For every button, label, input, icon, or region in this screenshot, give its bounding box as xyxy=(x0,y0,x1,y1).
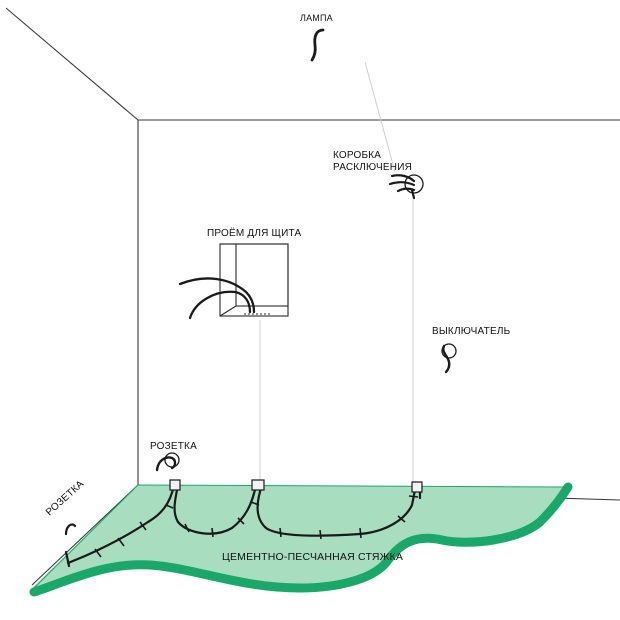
panel-opening xyxy=(219,243,289,317)
screed-edge xyxy=(29,482,573,597)
cable-socket-left xyxy=(66,483,176,565)
lamp-wire-icon xyxy=(310,28,325,62)
socket-wall-label: РОЗЕТКА xyxy=(150,441,197,452)
lamp-label: ЛАМПА xyxy=(300,13,333,23)
screed-top-edge xyxy=(137,484,569,488)
junction-box-label-line2: РАСКЛЮЧЕНИЯ xyxy=(333,162,412,173)
cable-panel-box xyxy=(256,483,418,537)
cable-entries xyxy=(169,479,423,493)
screed-label: ЦЕМЕНТНО-ПЕСЧАННАЯ СТЯЖКА xyxy=(222,551,404,563)
ceiling-corner-line xyxy=(5,7,139,121)
floor-cables xyxy=(66,483,422,565)
switch-icon xyxy=(441,343,457,374)
channel-lamp xyxy=(364,61,396,173)
switch-label: ВЫКЛЮЧАТЕЛЬ xyxy=(432,326,511,337)
panel-opening-label: ПРОЁМ ДЛЯ ЩИТА xyxy=(207,228,302,239)
cable-socket-panel xyxy=(173,483,258,535)
panel-back xyxy=(235,243,289,307)
socket-icon xyxy=(155,452,180,472)
panel-cables xyxy=(178,277,256,320)
cable-clips xyxy=(94,495,419,558)
left-floor-line xyxy=(31,484,139,586)
junction-box-icon xyxy=(388,174,424,200)
socket-left-icon xyxy=(64,523,77,568)
screed-left-edge xyxy=(33,484,139,589)
junction-box-label-line1: КОРОБКА xyxy=(333,150,382,161)
wall-channels xyxy=(259,61,414,485)
